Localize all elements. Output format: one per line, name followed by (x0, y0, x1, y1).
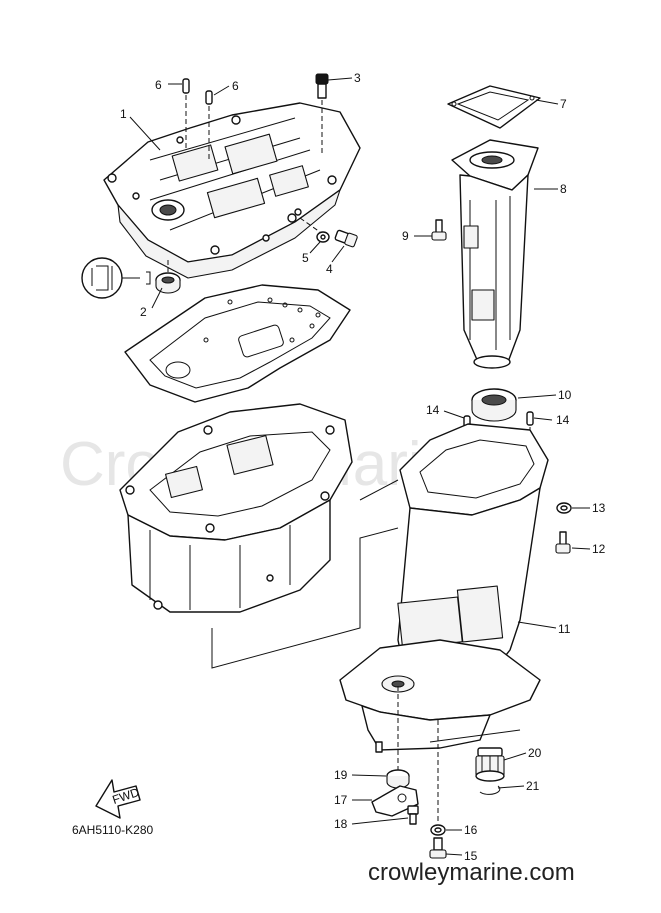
part-15-bolt (429, 837, 447, 859)
callout-6b: 6 (232, 79, 239, 93)
callout-12: 12 (592, 542, 606, 556)
part-19-grommet (386, 686, 410, 789)
callout-21: 21 (526, 779, 540, 793)
callout-20: 20 (528, 746, 542, 760)
callout-1: 1 (120, 107, 127, 121)
assembly-guide-lines (211, 479, 399, 669)
part-10-seal-ring (471, 388, 517, 422)
callout-9: 9 (402, 229, 409, 243)
callout-7: 7 (560, 97, 567, 111)
part-3-plug (315, 73, 329, 155)
callout-18: 18 (334, 817, 348, 831)
site-label: crowleymarine.com (368, 859, 575, 886)
callout-10: 10 (558, 388, 572, 402)
part-12-bolt (555, 531, 571, 554)
part-9-bolt (431, 219, 447, 241)
part-7-gasket (447, 85, 541, 129)
callout-6a: 6 (155, 78, 162, 92)
callout-2: 2 (140, 305, 147, 319)
part-17-plate (371, 785, 419, 817)
fwd-arrow-icon: FWD (95, 779, 141, 819)
callout-13: 13 (592, 501, 606, 515)
callout-19: 19 (334, 768, 348, 782)
upper-gasket (124, 284, 351, 403)
part-20-bushing (475, 747, 505, 782)
diagram-code: 6AH5110-K280 (72, 823, 153, 837)
callout-3: 3 (354, 71, 361, 85)
part-1-upper-casing (103, 102, 361, 279)
callout-17: 17 (334, 793, 348, 807)
part-8-exhaust-guide (451, 139, 539, 369)
callout-4: 4 (326, 262, 333, 276)
part-5-washer (316, 231, 330, 243)
callout-16: 16 (464, 823, 478, 837)
lower-casing-upper-section (119, 403, 353, 613)
part-11-driveshaft-housing (339, 423, 549, 753)
leader-lines (129, 77, 591, 856)
callout-labels: 1 2 3 4 5 6 6 7 8 9 10 11 12 13 14 14 15… (120, 71, 606, 863)
callout-8: 8 (560, 182, 567, 196)
part-16-washer (430, 720, 446, 836)
callout-5: 5 (302, 251, 309, 265)
part-2-oil-seal (81, 257, 181, 299)
callout-15: 15 (464, 849, 478, 863)
part-13-washer (556, 502, 572, 514)
callout-11: 11 (558, 622, 571, 636)
part-18-screw (407, 805, 419, 825)
part-6-dowel-pins (182, 78, 213, 160)
part-4-drain-bolt (299, 217, 358, 248)
callout-14b: 14 (556, 413, 570, 427)
part-21-clip (479, 785, 501, 795)
callout-14a: 14 (426, 403, 440, 417)
